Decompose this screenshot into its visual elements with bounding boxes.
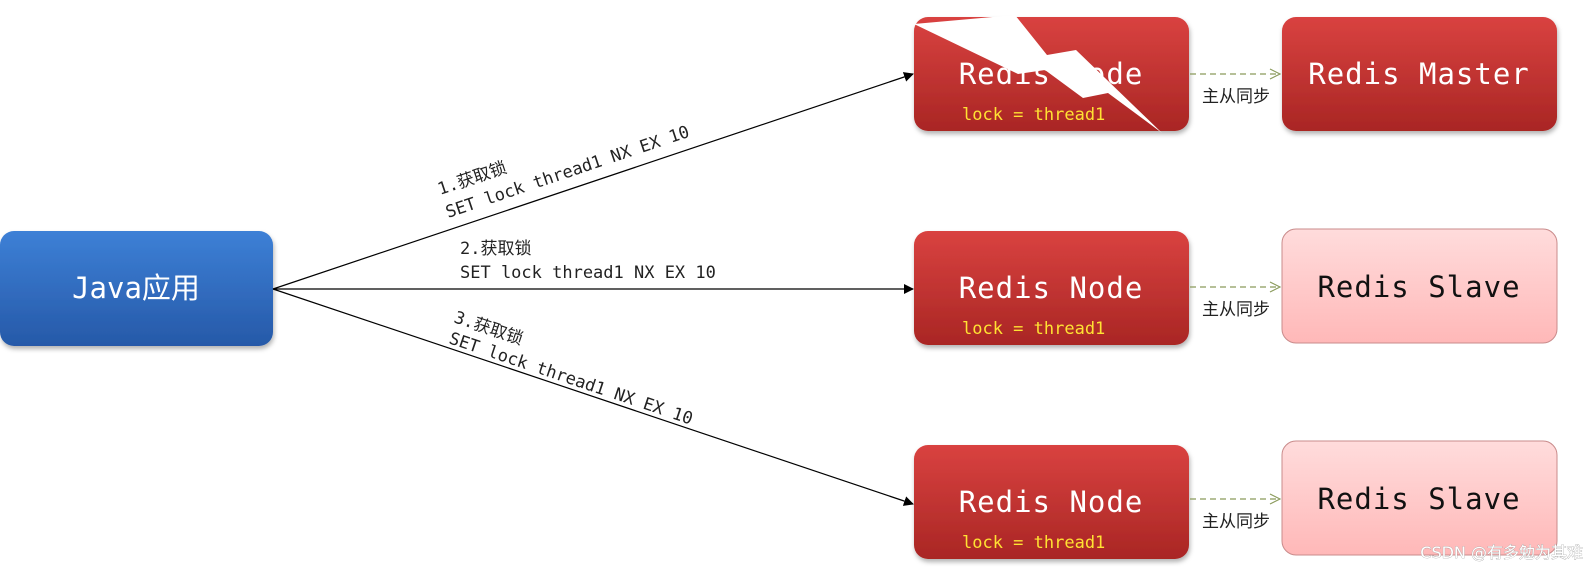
redis-node-2-value: lock = thread1: [962, 319, 1105, 339]
java-app-shape: [0, 231, 273, 346]
redis-node-2-title: Redis Node: [959, 271, 1144, 305]
lightning-bolt-icon: [914, 15, 1162, 133]
redis-node-2-shape: [914, 231, 1189, 345]
redis-slave-2: Redis Slave: [1281, 440, 1558, 556]
redis-master: Redis Master: [1282, 17, 1557, 131]
edge-3-command: SET lock thread1 NX EX 10: [446, 329, 695, 430]
lock-edges: 1.获取锁 SET lock thread1 NX EX 10 2.获取锁 SE…: [272, 72, 914, 506]
sync-label-3: 主从同步: [1202, 512, 1270, 532]
redis-master-shape: [1282, 17, 1557, 131]
redis-node-3-value: lock = thread1: [962, 533, 1105, 553]
redis-node-3-title: Redis Node: [959, 485, 1144, 519]
redis-node-3-shape: [914, 445, 1189, 559]
sync-links: 主从同步 主从同步 主从同步: [1190, 74, 1280, 532]
redis-slave-1: Redis Slave: [1281, 228, 1558, 344]
java-app-label: Java应用: [72, 271, 200, 305]
edge-2-step: 2.获取锁: [460, 239, 531, 259]
edge-1-line: [272, 72, 914, 290]
java-app-box: Java应用: [0, 231, 273, 346]
redis-node-3: Redis Node lock = thread1: [914, 445, 1189, 559]
redis-node-1-value: lock = thread1: [962, 105, 1105, 125]
edge-3-line: [272, 288, 914, 506]
redis-slave-1-shape: [1281, 228, 1558, 344]
redis-master-title: Redis Master: [1308, 57, 1530, 91]
redis-slave-2-title: Redis Slave: [1317, 482, 1520, 516]
sync-label-2: 主从同步: [1202, 300, 1270, 320]
watermark: CSDN @有多勉为其难: [1420, 543, 1583, 562]
redis-slave-1-title: Redis Slave: [1317, 270, 1520, 304]
redis-slave-2-shape: [1281, 440, 1558, 556]
sync-label-1: 主从同步: [1202, 87, 1270, 107]
edge-2-command: SET lock thread1 NX EX 10: [460, 263, 716, 283]
redis-node-1: Redis Node lock = thread1: [914, 15, 1189, 133]
redis-node-2: Redis Node lock = thread1: [914, 231, 1189, 345]
